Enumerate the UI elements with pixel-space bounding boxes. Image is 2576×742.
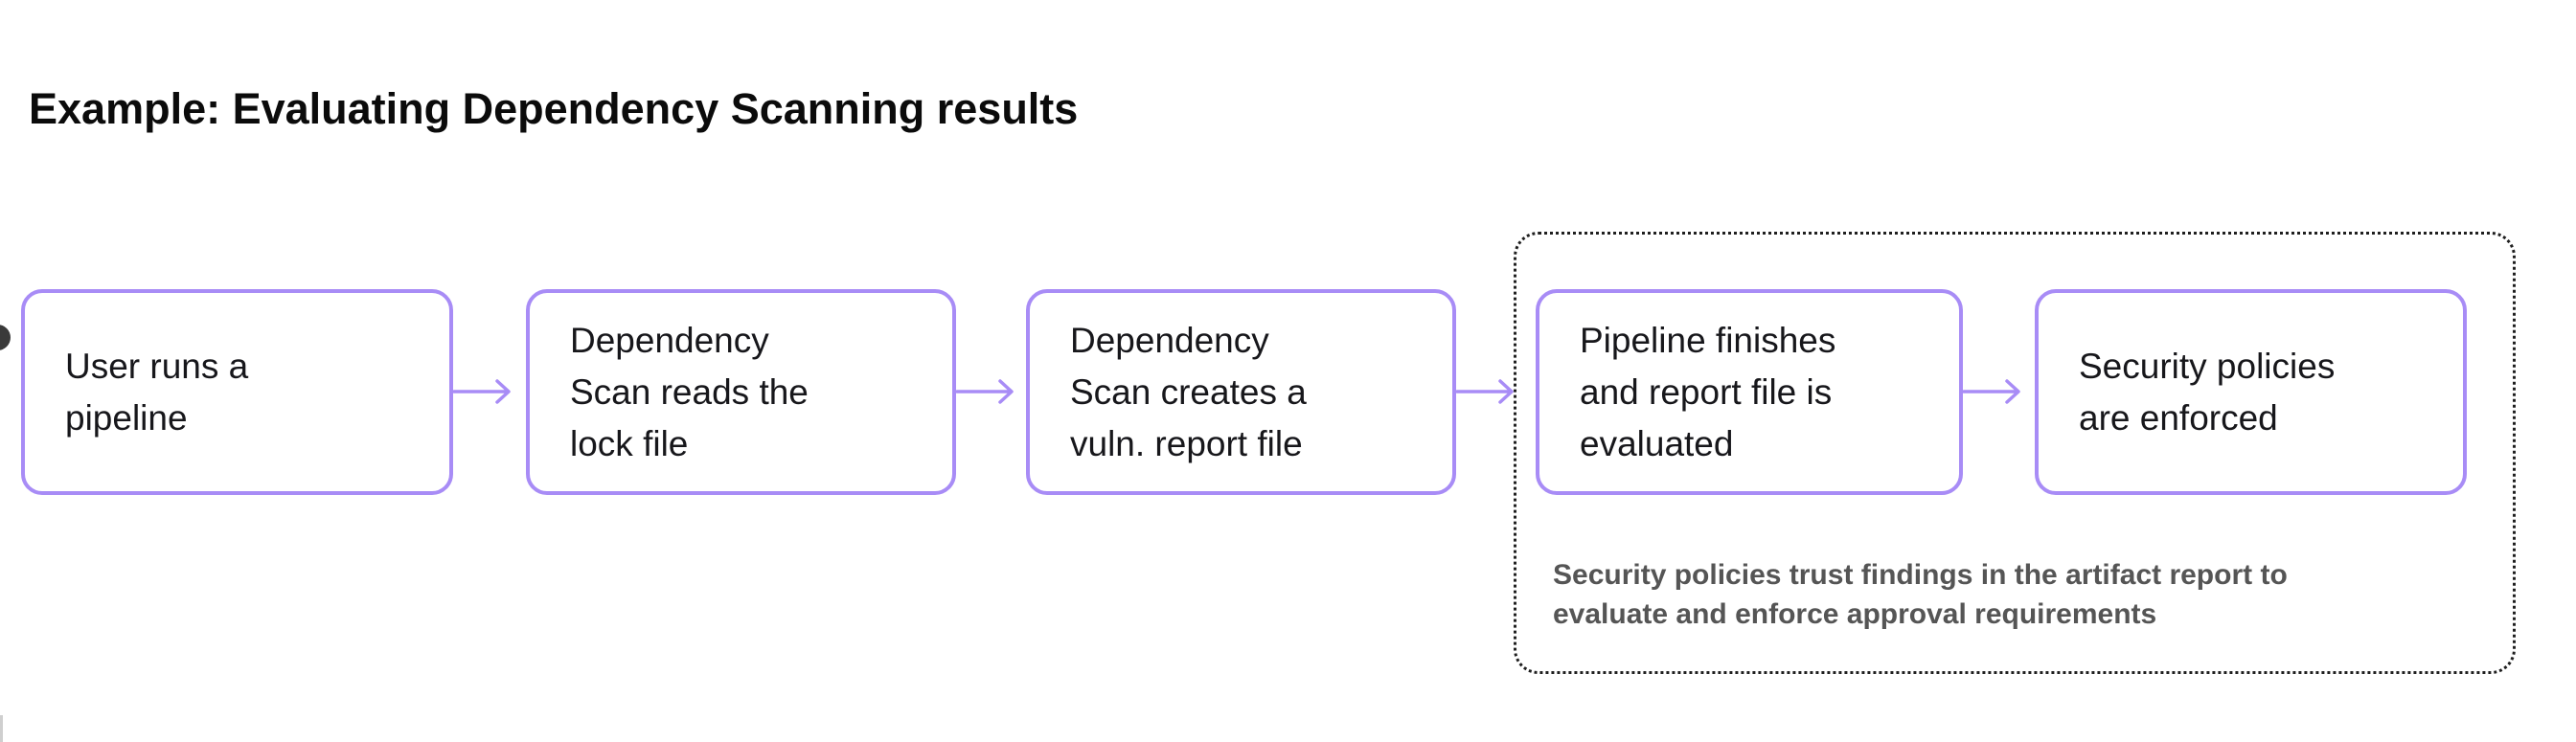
diagram-title: Example: Evaluating Dependency Scanning …	[29, 84, 1079, 133]
flow-step-pipeline-finishes-evaluated: Pipeline finishes and report file is eva…	[1536, 289, 1963, 495]
left-edge-artifact	[0, 715, 3, 742]
flow-arrow-icon	[452, 372, 515, 411]
flow-step-user-runs-pipeline: User runs a pipeline	[21, 289, 453, 495]
flow-step-scan-reads-lock-file: Dependency Scan reads the lock file	[526, 289, 956, 495]
flow-arrow-icon	[1962, 372, 2025, 411]
flow-step-policies-enforced: Security policies are enforced	[2035, 289, 2467, 495]
policy-group-note: Security policies trust findings in the …	[1553, 559, 2288, 630]
flow-arrow-icon	[1455, 372, 1518, 411]
flow-step-scan-creates-report: Dependency Scan creates a vuln. report f…	[1026, 289, 1456, 495]
flow-arrow-icon	[955, 372, 1018, 411]
policy-evaluation-group	[1514, 232, 2516, 674]
clipped-circle-artifact	[0, 325, 11, 350]
